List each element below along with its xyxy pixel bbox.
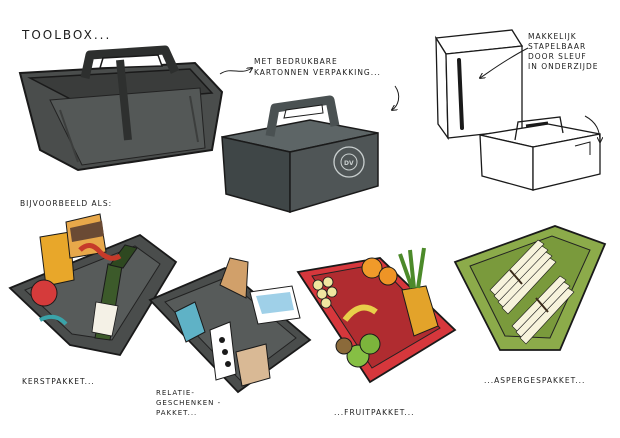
arrow-slot-icon: [584, 115, 600, 142]
svg-text:DV: DV: [344, 160, 354, 167]
package-label-aspergespakket: ...ASPERGESPAKKET...: [484, 376, 586, 385]
example-intro: BIJVOORBEELD ALS:: [20, 199, 113, 208]
arrow-stack-icon: [480, 47, 529, 78]
toolbox-tray-illustration: [18, 45, 224, 172]
page-title: TOOLBOX...: [22, 28, 112, 42]
package-label-relatiegeschenken: RELATIE- GESCHENKEN - PAKKET...: [156, 389, 222, 417]
aspergespakket-illustration: [453, 225, 607, 351]
package-label-kerstpakket: KERSTPAKKET...: [22, 377, 95, 386]
arrow-from-note-icon: [392, 85, 400, 110]
kerstpakket-illustration: [8, 213, 178, 357]
relatiegeschenken-illustration: [148, 257, 312, 394]
stackable-note: MAKKELIJK STAPELBAAR DOOR SLEUF IN ONDER…: [528, 32, 599, 71]
arrow-to-box-icon: [219, 68, 252, 75]
package-label-fruitpakket: ...FRUITPAKKET...: [334, 408, 415, 417]
printed-cardboard-box-illustration: DV: [221, 95, 379, 214]
stacked-boxes-illustration: [434, 29, 601, 191]
printed-box-note: MET BEDRUKBARE KARTONNEN VERPAKKING...: [254, 57, 381, 77]
fruitpakket-illustration: [296, 247, 457, 384]
